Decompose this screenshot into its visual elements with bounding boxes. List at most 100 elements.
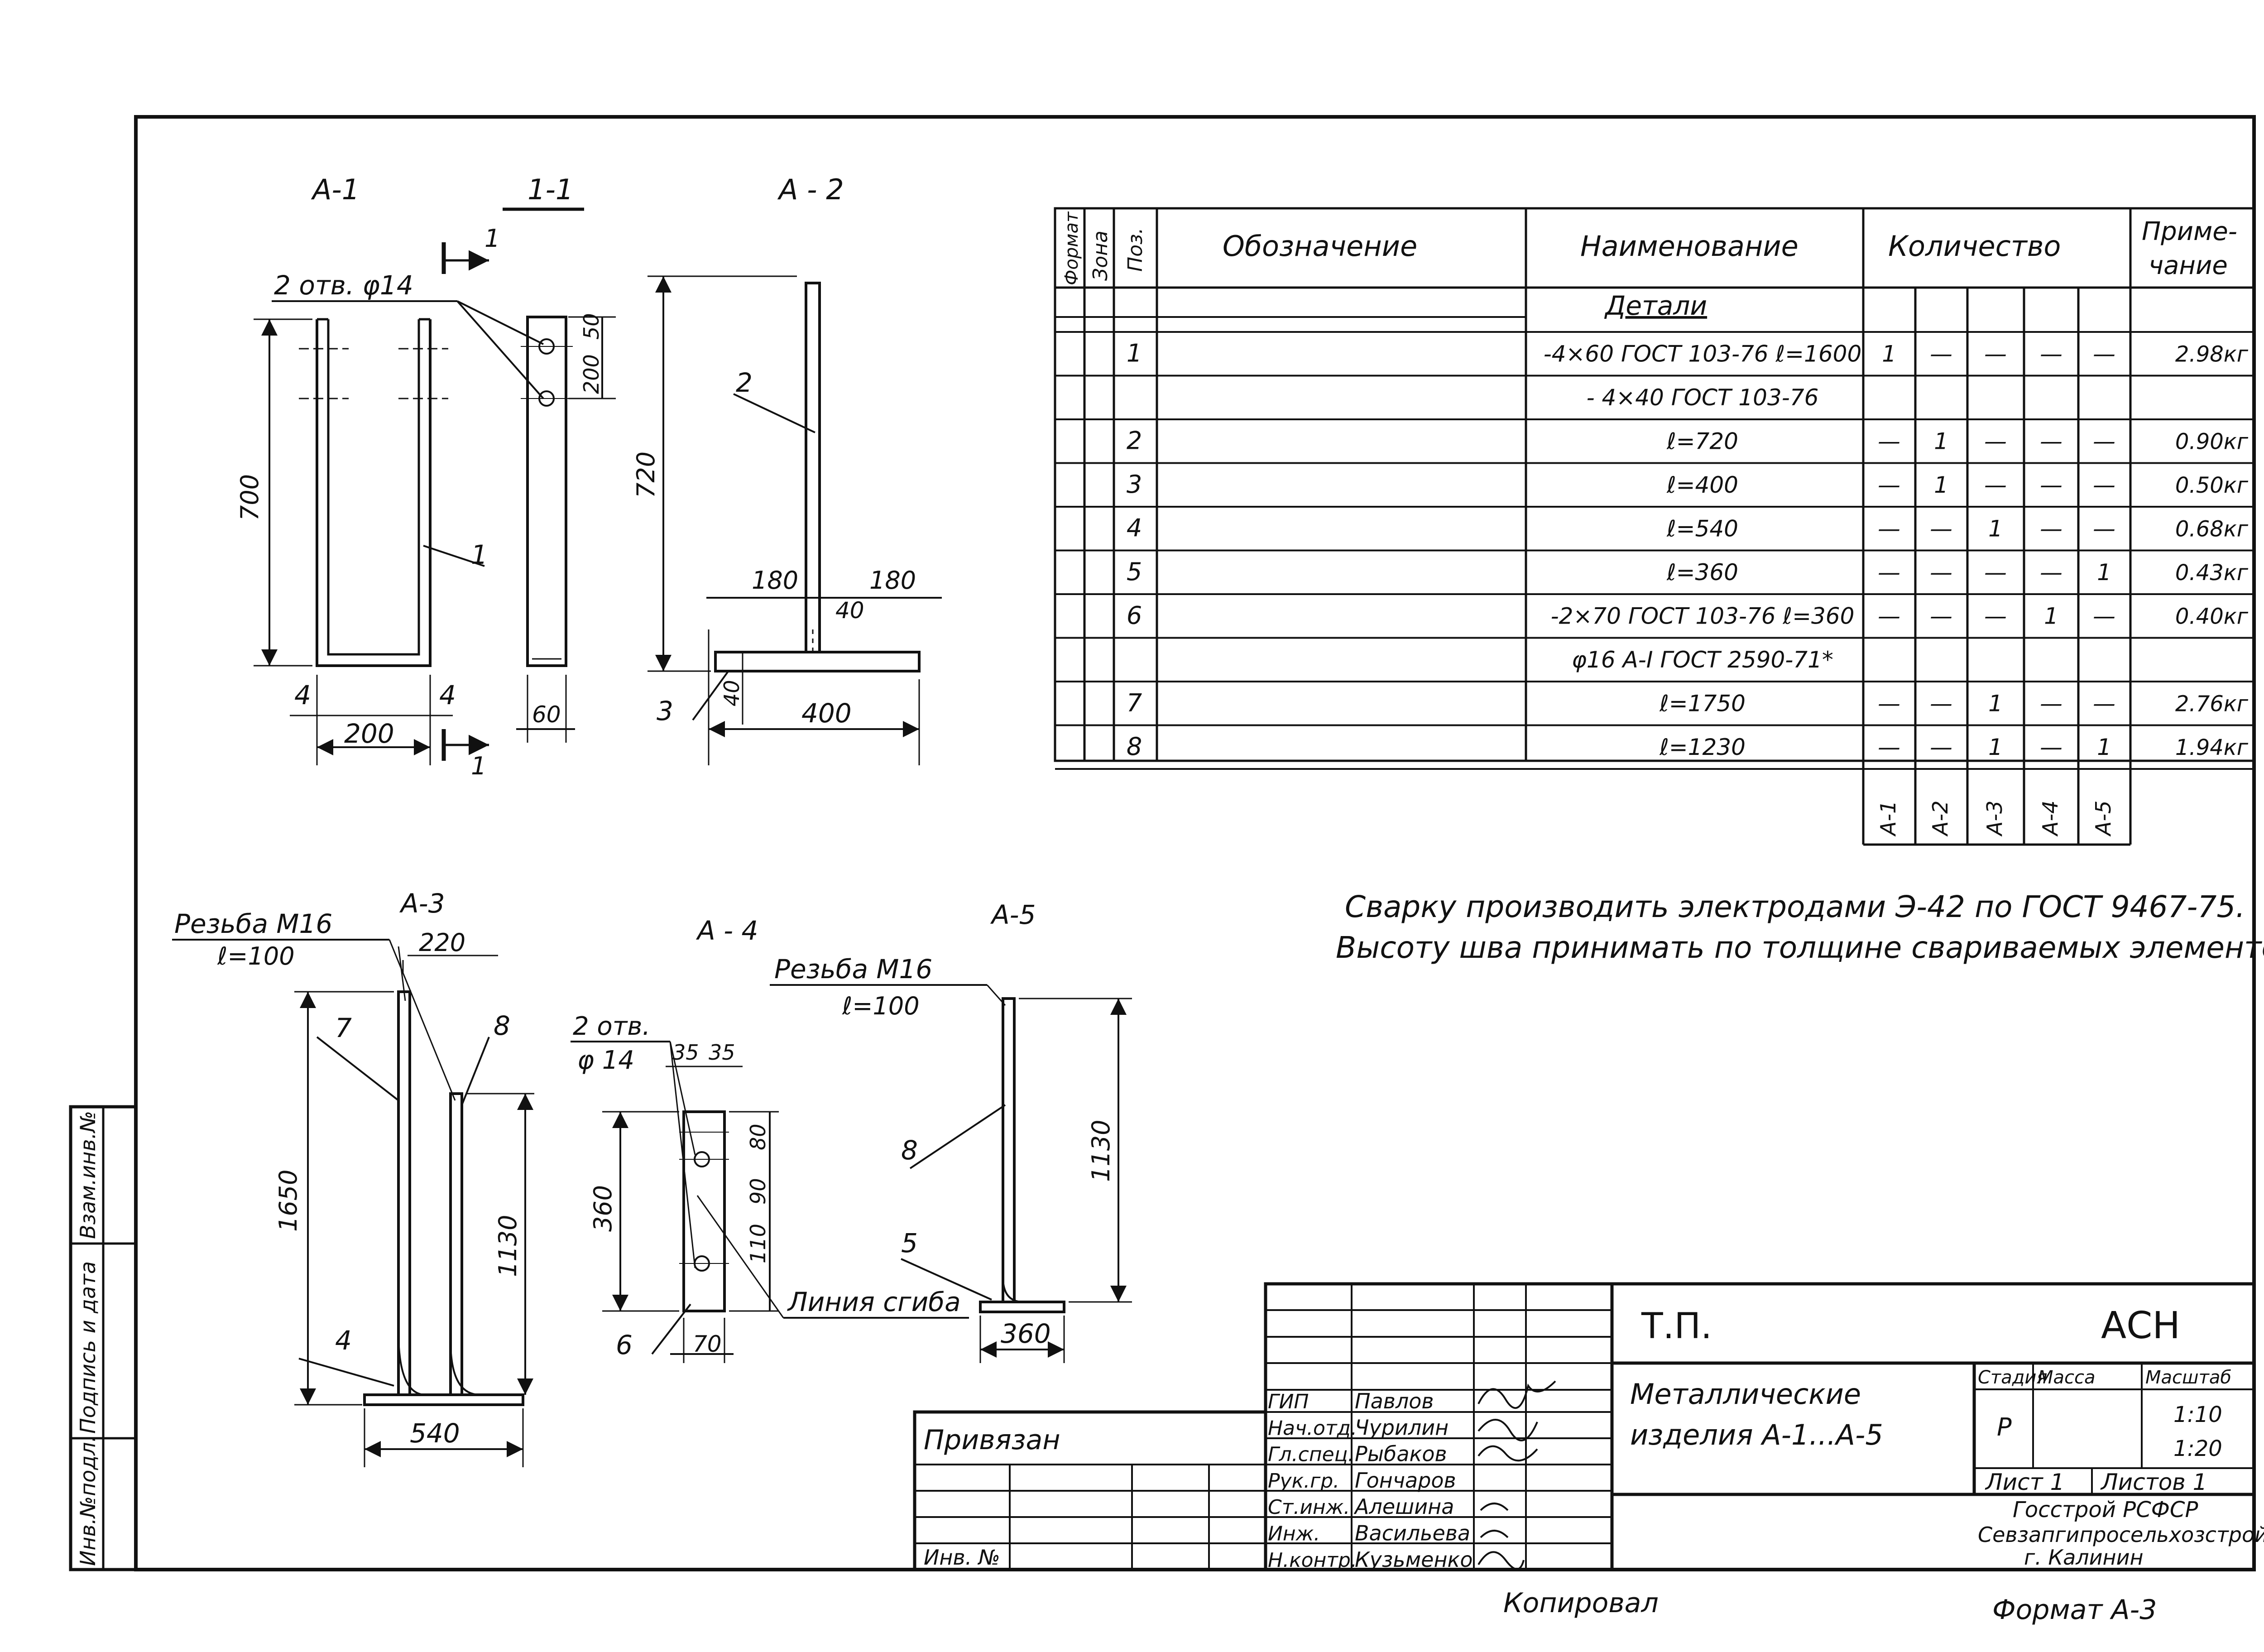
- s11-title: 1-1: [528, 173, 573, 206]
- spec-row-qty: —: [1930, 691, 1952, 717]
- signatures: [1477, 1380, 1556, 1570]
- side-vzam: Взам.инв.№: [76, 1111, 100, 1239]
- spec-row-qty: 1: [1882, 341, 1896, 367]
- spec-row-qty: 1: [1988, 691, 2003, 717]
- drawing-section-1-1: 1-1 1 1 50 200 60: [441, 173, 616, 780]
- a3-thread-len: ℓ=100: [217, 942, 295, 970]
- a1-height-dim: 700: [235, 474, 264, 521]
- spec-row-qty: —: [1984, 472, 2007, 498]
- a1-edge-right: 4: [439, 680, 456, 711]
- spec-column-label: А-2: [1928, 801, 1952, 837]
- spec-row-pos: 2: [1127, 427, 1142, 455]
- a2-dim-weld: 40: [835, 597, 864, 624]
- a3-pos-c: 4: [335, 1325, 352, 1356]
- tb-org-3: г. Калинин: [2024, 1545, 2144, 1570]
- spec-row-name: ℓ=360: [1666, 559, 1738, 586]
- spec-row-qty: —: [1984, 341, 2007, 367]
- a2-pos-label-bottom: 3: [657, 696, 673, 726]
- spec-column-label: А-3: [1982, 801, 2007, 837]
- spec-table: Формат Зона Поз. Обозначение Наименовани…: [1054, 207, 2255, 846]
- spec-row-name: ℓ=1230: [1659, 734, 1746, 760]
- spec-row-qty: —: [1930, 734, 1952, 760]
- spec-row-note: 1.94кг: [2175, 735, 2249, 760]
- a5-title: А-5: [990, 899, 1036, 930]
- spec-row-qty: —: [2040, 516, 2063, 542]
- a2-title: А - 2: [777, 173, 844, 206]
- tb-format: Формат А-3: [1992, 1594, 2157, 1626]
- tb-code: АСН: [2101, 1304, 2180, 1347]
- title-block: Привязан Инв. № Т.П. АСН Металлические и…: [913, 1282, 2264, 1626]
- spec-row-note: 2.98кг: [2175, 342, 2249, 367]
- spec-row-qty: —: [1930, 341, 1952, 367]
- spec-header-pos: Поз.: [1124, 228, 1147, 272]
- spec-row-qty: —: [1878, 472, 1900, 498]
- spec-column-label: А-5: [2091, 801, 2115, 837]
- drawing-a3: А-3 Резьба М16 ℓ=100 220 7 8 1650 1130 4…: [172, 888, 534, 1467]
- spec-row-qty: —: [1878, 734, 1900, 760]
- a1-edge-left: 4: [294, 680, 311, 711]
- tb-org-1: Госстрой РСФСР: [2013, 1497, 2198, 1522]
- spec-header-designation: Обозначение: [1223, 230, 1417, 263]
- s11-cut-mark-top: 1: [484, 224, 500, 253]
- spec-row-qty: 1: [1934, 428, 1948, 455]
- a5-width-dim: 360: [1001, 1318, 1051, 1349]
- tb-person-name: Васильева: [1355, 1521, 1470, 1546]
- spec-row-qty: —: [1984, 428, 2007, 455]
- a1-title: А-1: [311, 173, 360, 206]
- spec-header-quantity: Количество: [1888, 230, 2061, 263]
- a3-thread: Резьба М16: [174, 908, 332, 939]
- a2-dim-width: 400: [801, 698, 852, 729]
- spec-row-qty: —: [2093, 691, 2115, 717]
- spec-row-qty: 1: [2097, 734, 2111, 760]
- tb-person-name: Павлов: [1355, 1389, 1434, 1413]
- spec-row-pos: 4: [1127, 514, 1142, 543]
- tb-person-role: Гл.спец.: [1268, 1443, 1354, 1466]
- spec-row-qty: —: [1930, 559, 1952, 586]
- general-notes: Сварку производить электродами Э-42 по Г…: [1336, 889, 2264, 965]
- spec-row-note: 2.76кг: [2175, 692, 2249, 717]
- a5-pos-b: 5: [901, 1228, 918, 1258]
- a2-dim-right: 180: [869, 566, 916, 595]
- spec-row-name: -2×70 ГОСТ 103-76 ℓ=360: [1551, 603, 1855, 629]
- a4-holes-callout-1: 2 отв.: [573, 1012, 650, 1041]
- spec-row-note: 0.40кг: [2175, 604, 2249, 629]
- spec-row-pos: 3: [1127, 470, 1142, 499]
- spec-row-qty: 1: [1934, 472, 1948, 498]
- note-line-1: Сварку производить электродами Э-42 по Г…: [1345, 889, 2245, 924]
- spec-row-qty: —: [1930, 516, 1952, 542]
- a3-height-dim: 1650: [274, 1170, 302, 1232]
- tb-scale-1: 1:10: [2173, 1402, 2222, 1427]
- spec-row-name: ℓ=400: [1666, 472, 1738, 498]
- spec-row-note: 0.90кг: [2175, 429, 2249, 455]
- spec-row-pos: 1: [1127, 339, 1142, 368]
- a3-height-dim-b: 1130: [494, 1215, 522, 1277]
- spec-header-zone: Зона: [1089, 231, 1112, 281]
- spec-column-label: А-1: [1876, 801, 1900, 837]
- tb-org-2: Севзапгипросельхозстрой: [1978, 1522, 2264, 1547]
- spec-row-note: 0.68кг: [2175, 517, 2249, 542]
- spec-column-label: А-4: [2038, 801, 2063, 837]
- tb-title-1: Металлические: [1630, 1378, 1861, 1411]
- tb-sheet: Лист 1: [1985, 1469, 2064, 1495]
- spec-row-name: - 4×40 ГОСТ 103-76: [1587, 384, 1819, 411]
- spec-row-qty: —: [2093, 516, 2115, 542]
- spec-row-qty: 1: [2044, 603, 2058, 629]
- spec-row-name: -4×60 ГОСТ 103-76 ℓ=1600: [1544, 341, 1862, 367]
- a4-title: А - 4: [696, 915, 758, 946]
- a5-thread: Резьба М16: [774, 954, 932, 984]
- a4-dim-35a: 35: [672, 1040, 699, 1065]
- spec-row-qty: 1: [1988, 516, 2003, 542]
- spec-header-note-1: Приме-: [2142, 217, 2237, 246]
- tb-scale-2: 1:20: [2173, 1436, 2222, 1461]
- tb-sheets: Листов 1: [2100, 1469, 2207, 1495]
- tb-person-name: Рыбаков: [1355, 1442, 1447, 1466]
- note-line-2: Высоту шва принимать по толщине сваривае…: [1336, 930, 2264, 965]
- tb-copied: Копировал: [1503, 1587, 1659, 1619]
- s11-dim-mid: 200: [579, 354, 604, 394]
- spec-row-pos: 5: [1127, 557, 1142, 586]
- spec-row-name: ℓ=540: [1666, 516, 1738, 542]
- tb-stage-header: Стадия: [1978, 1367, 2047, 1388]
- tb-person-name: Чурилин: [1355, 1415, 1449, 1440]
- s11-dim-width: 60: [532, 701, 561, 728]
